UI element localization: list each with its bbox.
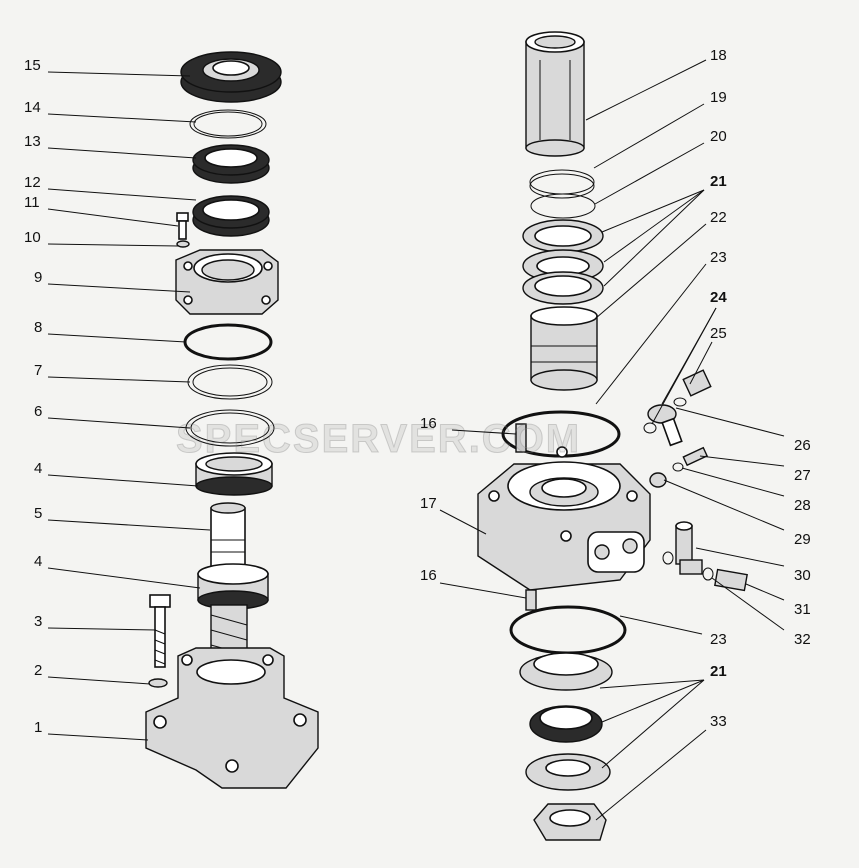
callout-12: 12 bbox=[24, 174, 41, 191]
callout-5: 5 bbox=[34, 505, 42, 522]
part-8-o-ring bbox=[183, 323, 273, 361]
part-9-housing bbox=[175, 249, 279, 315]
callout-21-upper: 21 bbox=[710, 173, 727, 190]
callout-32: 32 bbox=[794, 631, 811, 648]
callout-9: 9 bbox=[34, 269, 42, 286]
callout-labels: 15 14 13 12 11 10 9 8 7 6 4 5 4 3 2 1 18… bbox=[24, 47, 811, 736]
part-25-banjo-bolt bbox=[673, 369, 712, 407]
callout-18: 18 bbox=[710, 47, 727, 64]
callout-31: 31 bbox=[794, 601, 811, 618]
part-24-fitting bbox=[643, 404, 683, 447]
part-2-washer bbox=[148, 678, 168, 688]
callout-1: 1 bbox=[34, 719, 42, 736]
part-27-nipple bbox=[682, 446, 709, 467]
callout-4-lower: 4 bbox=[34, 553, 42, 570]
part-31-plug bbox=[714, 568, 748, 592]
callout-6: 6 bbox=[34, 403, 42, 420]
part-10-washer bbox=[176, 240, 190, 248]
part-21-upper-bearing bbox=[522, 219, 604, 305]
callout-8: 8 bbox=[34, 319, 42, 336]
part-23-lower-o-ring bbox=[509, 605, 627, 655]
part-4-upper-bearing bbox=[195, 452, 273, 496]
part-11-bolt bbox=[176, 212, 189, 240]
callout-29: 29 bbox=[794, 531, 811, 548]
callout-19: 19 bbox=[710, 89, 727, 106]
part-7-ring bbox=[187, 364, 273, 400]
callout-21-lower: 21 bbox=[710, 663, 727, 680]
part-21-slotted-nut bbox=[533, 803, 607, 841]
callout-16-upper: 16 bbox=[420, 415, 437, 432]
callout-10: 10 bbox=[24, 229, 41, 246]
part-29-plug bbox=[649, 472, 667, 488]
callout-11: 11 bbox=[24, 194, 40, 211]
callout-14: 14 bbox=[24, 99, 41, 116]
leader-lines bbox=[47, 59, 785, 821]
part-22-bushing bbox=[530, 306, 598, 391]
part-18-sleeve bbox=[525, 31, 585, 157]
callout-23-lower: 23 bbox=[710, 631, 727, 648]
callout-22: 22 bbox=[710, 209, 727, 226]
callout-17: 17 bbox=[420, 495, 437, 512]
part-21-lower-bearing bbox=[519, 652, 613, 743]
callout-26: 26 bbox=[794, 437, 811, 454]
part-3-bolt bbox=[149, 594, 171, 668]
part-4-lower-bearing bbox=[197, 563, 269, 610]
callout-23-upper: 23 bbox=[710, 249, 727, 266]
part-1-base-housing bbox=[145, 647, 319, 789]
callout-28: 28 bbox=[794, 497, 811, 514]
part-16-upper-pin bbox=[515, 423, 527, 453]
callout-3: 3 bbox=[34, 613, 42, 630]
part-32-washer bbox=[702, 567, 714, 581]
callout-33: 33 bbox=[710, 713, 727, 730]
part-33-thrust-washer bbox=[525, 753, 611, 791]
callout-15: 15 bbox=[24, 57, 41, 74]
part-17-valve-body bbox=[477, 446, 651, 591]
part-15-seal-cap bbox=[180, 51, 282, 103]
callout-4-upper: 4 bbox=[34, 460, 42, 477]
callout-13: 13 bbox=[24, 133, 41, 150]
callout-16-lower: 16 bbox=[420, 567, 437, 584]
watermark-text: SPECSERVER.COM bbox=[176, 417, 581, 461]
part-20-ring bbox=[530, 193, 596, 219]
part-16-lower-pin bbox=[525, 589, 537, 611]
part-14-snap-ring bbox=[189, 109, 267, 139]
callout-25: 25 bbox=[710, 325, 727, 342]
callout-30: 30 bbox=[794, 567, 811, 584]
callout-2: 2 bbox=[34, 662, 42, 679]
part-12-bearing bbox=[192, 195, 270, 237]
callout-7: 7 bbox=[34, 362, 42, 379]
callout-27: 27 bbox=[794, 467, 811, 484]
callout-24: 24 bbox=[710, 289, 727, 306]
part-30-elbow-fitting bbox=[662, 521, 703, 575]
part-13-bearing bbox=[192, 144, 270, 184]
part-28-washer bbox=[672, 462, 684, 472]
callout-20: 20 bbox=[710, 128, 727, 145]
